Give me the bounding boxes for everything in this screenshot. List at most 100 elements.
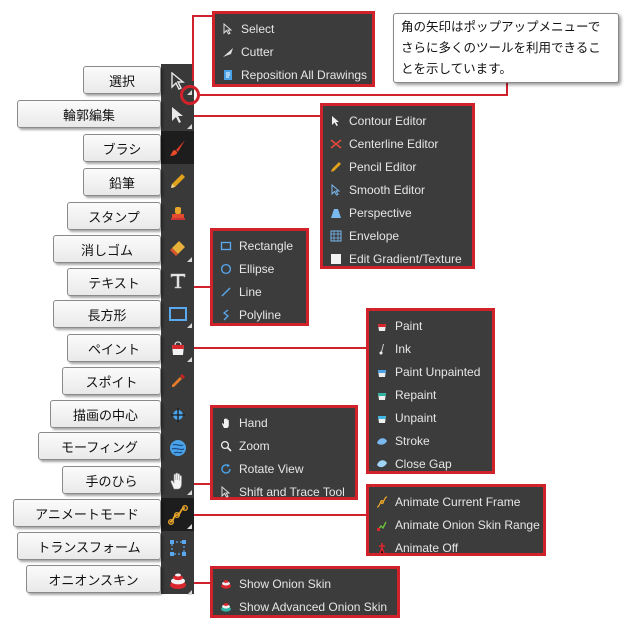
menu-item-envelope[interactable]: Envelope — [329, 224, 466, 247]
rectangle-tool[interactable] — [161, 297, 194, 330]
menu-item-select[interactable]: Select — [221, 17, 366, 40]
animate-off-icon — [375, 541, 388, 554]
popup-hand: Hand Zoom Rotate View Shift and Trace To… — [210, 405, 358, 500]
menu-item-stroke[interactable]: Stroke — [375, 429, 486, 452]
hand-tool[interactable] — [161, 464, 194, 497]
menu-item-close-gap[interactable]: Close Gap — [375, 452, 486, 475]
pencil-tool[interactable] — [161, 164, 194, 197]
menu-item-smooth-editor[interactable]: Smooth Editor — [329, 178, 466, 201]
contour-editor-tool[interactable] — [161, 98, 194, 131]
drawing-pivot-tool[interactable] — [161, 398, 194, 431]
label-transform: トランスフォーム — [17, 532, 161, 560]
shift-trace-icon — [219, 485, 232, 498]
menu-item-pencil-editor[interactable]: Pencil Editor — [329, 155, 466, 178]
select-arrow-icon — [221, 22, 234, 35]
menu-item-rotate-view[interactable]: Rotate View — [219, 457, 349, 480]
stamp-tool[interactable] — [161, 197, 194, 230]
unpaint-icon — [375, 411, 388, 424]
label-text: テキスト — [67, 268, 161, 296]
hand-icon — [219, 416, 232, 429]
dropper-tool[interactable] — [161, 364, 194, 397]
zoom-icon — [219, 439, 232, 452]
connector-hand — [194, 483, 210, 485]
menu-item-polyline[interactable]: Polyline — [219, 303, 300, 326]
show-onion-skin-icon — [219, 577, 232, 590]
menu-item-ink[interactable]: Ink — [375, 337, 486, 360]
menu-item-reposition-all-drawings[interactable]: Reposition All Drawings — [221, 63, 367, 86]
menu-item-hand[interactable]: Hand — [219, 411, 349, 434]
connector-select-top — [192, 15, 212, 17]
menu-item-contour-editor[interactable]: Contour Editor — [329, 109, 466, 132]
smooth-editor-icon — [329, 183, 342, 196]
menu-item-show-advanced-onion-skin[interactable]: Show Advanced Onion Skin — [219, 595, 391, 618]
text-tool[interactable] — [161, 264, 194, 297]
cutter-icon — [221, 45, 234, 58]
brush-tool[interactable] — [161, 131, 194, 164]
label-stamp: スタンプ — [67, 202, 161, 230]
popup-rectangle: Rectangle Ellipse Line Polyline — [210, 228, 309, 326]
popup-indicator-icon — [187, 590, 192, 595]
hand-icon — [170, 472, 182, 489]
popup-onion-skin: Show Onion Skin Show Advanced Onion Skin — [210, 566, 400, 618]
morphing-tool[interactable] — [161, 431, 194, 464]
menu-item-animate-onion-skin-range[interactable]: Animate Onion Skin Range — [375, 513, 540, 536]
connector-select — [192, 15, 194, 81]
connector-paint — [194, 347, 366, 349]
connector-animate — [194, 514, 366, 516]
menu-item-line[interactable]: Line — [219, 280, 300, 303]
menu-item-zoom[interactable]: Zoom — [219, 434, 349, 457]
connector-onion — [194, 582, 210, 584]
polyline-icon — [219, 308, 232, 321]
gradient-icon — [329, 252, 342, 265]
menu-item-show-onion-skin[interactable]: Show Onion Skin — [219, 572, 391, 595]
transform-icon — [169, 539, 186, 556]
menu-item-rectangle[interactable]: Rectangle — [219, 234, 300, 257]
label-brush: ブラシ — [83, 134, 161, 162]
paint-tool[interactable] — [161, 331, 194, 364]
contour-arrow-icon — [171, 106, 183, 123]
menu-item-centerline-editor[interactable]: Centerline Editor — [329, 132, 466, 155]
popup-indicator-icon — [187, 524, 192, 529]
contour-arrow-icon — [329, 114, 342, 127]
menu-item-edit-gradient-texture[interactable]: Edit Gradient/Texture — [329, 247, 466, 270]
connector-note — [198, 94, 508, 96]
label-morphing: モーフィング — [38, 432, 161, 460]
menu-item-ellipse[interactable]: Ellipse — [219, 257, 300, 280]
menu-item-repaint[interactable]: Repaint — [375, 383, 486, 406]
menu-item-paint[interactable]: Paint — [375, 314, 486, 337]
perspective-icon — [329, 206, 342, 219]
transform-tool[interactable] — [161, 531, 194, 564]
popup-select: Select Cutter Reposition All Drawings — [212, 11, 375, 87]
menu-item-animate-current-frame[interactable]: Animate Current Frame — [375, 490, 537, 513]
menu-item-paint-unpainted[interactable]: Paint Unpainted — [375, 360, 486, 383]
label-rectangle: 長方形 — [53, 300, 161, 328]
pencil-icon — [170, 173, 185, 188]
show-advanced-onion-skin-icon — [219, 600, 232, 613]
label-paint: ペイント — [67, 334, 161, 362]
line-icon — [219, 285, 232, 298]
menu-item-animate-off[interactable]: Animate Off — [375, 536, 537, 559]
paint-bucket-icon — [375, 319, 388, 332]
menu-item-cutter[interactable]: Cutter — [221, 40, 366, 63]
menu-item-shift-and-trace-tool[interactable]: Shift and Trace Tool — [219, 480, 349, 503]
rectangle-icon — [219, 239, 232, 252]
paint-unpainted-icon — [375, 365, 388, 378]
highlight-circle — [180, 85, 200, 105]
animate-mode-tool[interactable] — [161, 498, 194, 531]
onion-skin-tool[interactable] — [161, 564, 194, 597]
connector-rectangle — [194, 286, 210, 288]
popup-paint: Paint Ink Paint Unpainted Repaint Unpain… — [366, 308, 495, 474]
connector-contour — [194, 115, 322, 117]
menu-item-unpaint[interactable]: Unpaint — [375, 406, 486, 429]
popup-animate-mode: Animate Current Frame Animate Onion Skin… — [366, 484, 546, 556]
popup-contour-editor: Contour Editor Centerline Editor Pencil … — [320, 103, 475, 269]
menu-item-perspective[interactable]: Perspective — [329, 201, 466, 224]
popup-indicator-icon — [187, 490, 192, 495]
note-callout: 角の矢印はポップアップメニューでさらに多くのツールを利用できることを示しています… — [393, 13, 619, 83]
select-arrow-icon — [170, 71, 185, 90]
envelope-icon — [329, 229, 342, 242]
animate-onion-range-icon — [375, 518, 388, 531]
eraser-tool[interactable] — [161, 231, 194, 264]
centerline-icon — [329, 137, 342, 150]
dropper-icon — [171, 373, 185, 387]
